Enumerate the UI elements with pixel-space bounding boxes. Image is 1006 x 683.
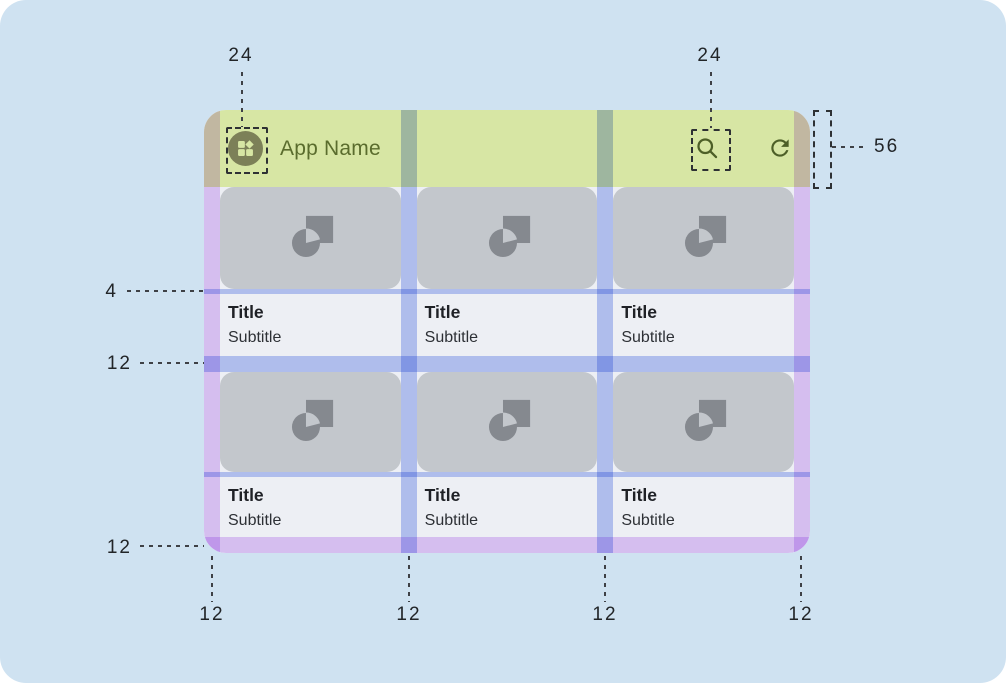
- card-thumbnail[interactable]: [613, 372, 795, 472]
- appbar-height-spec-box: [813, 110, 832, 189]
- app-title: App Name: [280, 136, 381, 160]
- leader-line: [241, 72, 243, 127]
- annotation-row-gap: 12: [106, 353, 132, 374]
- annotation-margin-right: 12: [788, 604, 814, 625]
- card-title: Title: [621, 485, 658, 505]
- leader-line: [800, 556, 802, 602]
- annotation-gutter-1: 12: [396, 604, 422, 625]
- app-mockup: App Name: [204, 110, 810, 553]
- card-row-text: Title Subtitle Title Subtitle Title Subt…: [204, 294, 810, 356]
- annotation-nav-icon-size: 24: [228, 45, 254, 66]
- card-row-images: [204, 187, 810, 289]
- card-title: Title: [424, 302, 461, 322]
- card-thumbnail[interactable]: [416, 372, 598, 472]
- card-subtitle: Subtitle: [424, 329, 479, 346]
- card-title: Title: [424, 485, 461, 505]
- card-thumbnail[interactable]: [613, 187, 795, 289]
- card-title: Title: [621, 302, 658, 322]
- image-placeholder-icon: [488, 215, 530, 257]
- dashboard-icon: [238, 140, 254, 156]
- top-app-bar: App Name: [204, 110, 810, 187]
- leader-line: [832, 146, 868, 148]
- leader-line: [604, 556, 606, 602]
- refresh-icon: [771, 139, 789, 157]
- card-thumbnail[interactable]: [220, 187, 401, 289]
- search-icon: [696, 137, 717, 158]
- card-thumbnail[interactable]: [220, 372, 401, 472]
- image-placeholder-icon: [291, 215, 333, 257]
- card-row-text: Title Subtitle Title Subtitle Title Subt…: [204, 477, 810, 537]
- leader-line: [140, 545, 204, 547]
- leader-line: [408, 556, 410, 602]
- leader-line: [140, 362, 204, 364]
- image-placeholder-icon: [685, 399, 727, 441]
- annotation-gutter-2: 12: [592, 604, 618, 625]
- card-title: Title: [228, 485, 264, 505]
- annotation-bottom-margin: 12: [106, 537, 132, 558]
- leader-line: [710, 72, 712, 128]
- card-text[interactable]: Title Subtitle: [417, 294, 598, 356]
- annotation-action-icon-size: 24: [697, 45, 723, 66]
- card-text[interactable]: Title Subtitle: [417, 477, 598, 537]
- card-title: Title: [228, 302, 264, 322]
- card-subtitle: Subtitle: [424, 512, 479, 529]
- card-row-images: [204, 372, 810, 472]
- annotation-appbar-height: 56: [874, 136, 900, 157]
- card-subtitle: Subtitle: [228, 512, 282, 529]
- refresh-button[interactable]: [760, 128, 800, 168]
- leader-line: [127, 290, 204, 292]
- search-button[interactable]: [687, 128, 727, 168]
- card-subtitle: Subtitle: [228, 329, 282, 346]
- image-placeholder-icon: [488, 399, 530, 441]
- image-placeholder-icon: [291, 399, 333, 441]
- search-icon-spec-box: [691, 129, 731, 171]
- annotation-margin-left: 12: [199, 604, 225, 625]
- nav-icon-spec-box: [226, 127, 268, 174]
- card-subtitle: Subtitle: [621, 512, 675, 529]
- card-subtitle: Subtitle: [621, 329, 675, 346]
- card-text[interactable]: Title Subtitle: [220, 477, 401, 537]
- gap-overlay-12dp: [204, 356, 810, 372]
- card-text[interactable]: Title Subtitle: [613, 294, 794, 356]
- margin-overlay-bottom: [204, 537, 810, 553]
- nav-avatar-button[interactable]: [228, 131, 263, 166]
- card-thumbnail[interactable]: [416, 187, 598, 289]
- annotation-image-text-gap: 4: [105, 281, 118, 302]
- image-placeholder-icon: [685, 215, 727, 257]
- card-text[interactable]: Title Subtitle: [220, 294, 401, 356]
- card-text[interactable]: Title Subtitle: [613, 477, 794, 537]
- leader-line: [211, 556, 213, 602]
